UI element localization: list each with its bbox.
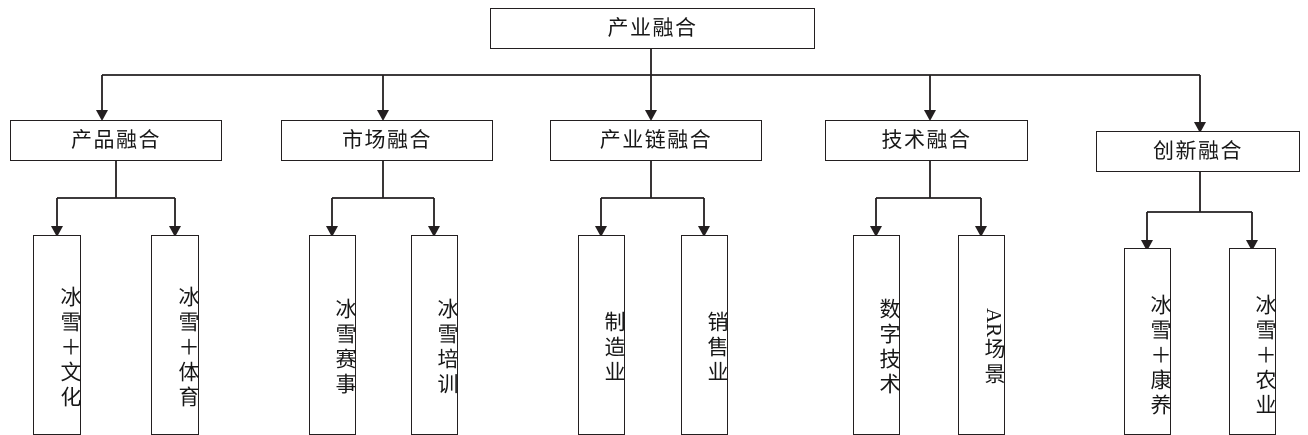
node-branch-product-convergence[interactable]: 产品融合 (10, 120, 222, 161)
node-leaf-ice-snow-wellness[interactable]: 冰雪＋康养 (1124, 248, 1172, 435)
node-root[interactable]: 产业融合 (490, 8, 815, 49)
node-leaf-sales-industry[interactable]: 销售业 (681, 235, 729, 435)
ar-latin-text: AR (982, 308, 1006, 338)
node-leaf-digital-technology[interactable]: 数字技术 (853, 235, 901, 435)
root-to-bus-connector (102, 49, 1200, 76)
node-leaf-manufacturing[interactable]: 制造业 (578, 235, 626, 435)
branch-5-child-connectors (1140, 172, 1259, 251)
node-branch-market-convergence[interactable]: 市场融合 (281, 120, 493, 161)
node-leaf-ice-snow-training[interactable]: 冰雪培训 (411, 235, 459, 435)
node-branch-innovation-convergence[interactable]: 创新融合 (1096, 131, 1300, 172)
branch-3-child-connectors (594, 161, 711, 237)
node-branch-industry-chain-convergence[interactable]: 产业链融合 (550, 120, 762, 161)
node-branch-technology-convergence[interactable]: 技术融合 (825, 120, 1028, 161)
node-leaf-ice-snow-events[interactable]: 冰雪赛事 (309, 235, 357, 435)
branch-4-child-connectors (869, 161, 988, 237)
ar-cjk-text: 场景 (982, 337, 1006, 388)
branch-1-child-connectors (50, 161, 182, 237)
node-leaf-ice-snow-culture[interactable]: 冰雪＋文化 (33, 235, 82, 435)
node-leaf-ice-snow-agriculture[interactable]: 冰雪＋农业 (1229, 248, 1277, 435)
branch-2-child-connectors (325, 161, 441, 237)
node-leaf-ice-snow-sports[interactable]: 冰雪＋体育 (151, 235, 200, 435)
bus-to-branch-connectors (95, 75, 1207, 133)
